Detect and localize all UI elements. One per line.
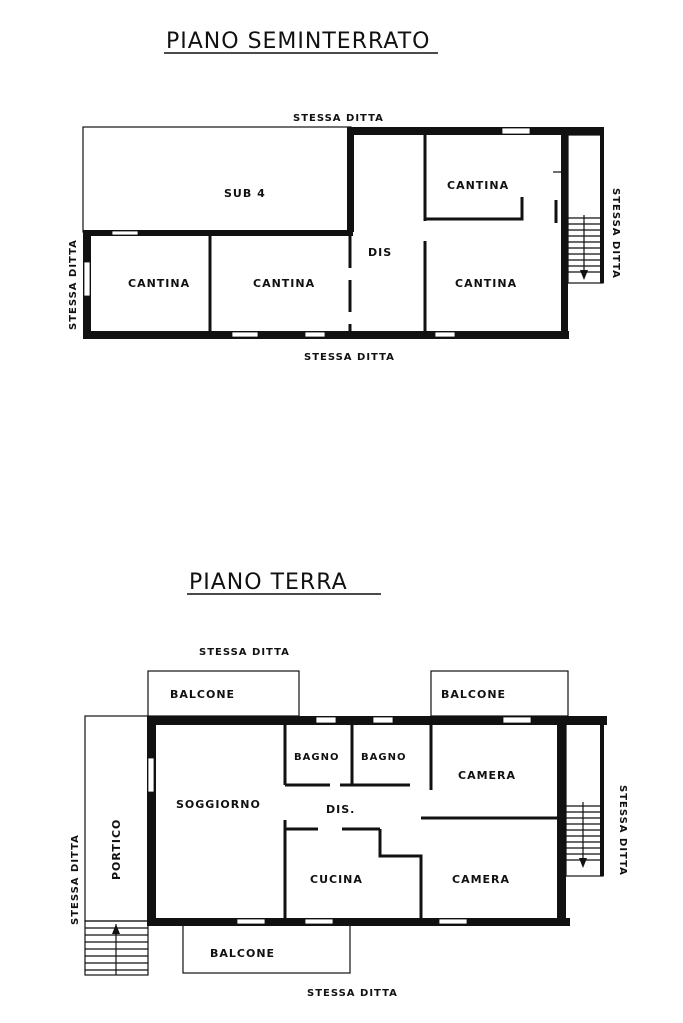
terra-title: PIANO TERRA <box>189 570 348 595</box>
window <box>434 331 456 338</box>
label-balcone: BALCONE <box>210 947 275 960</box>
window <box>111 230 139 236</box>
portico-outline <box>84 715 149 922</box>
label-balcone: BALCONE <box>170 688 235 701</box>
label-soggiorno: SOGGIORNO <box>176 798 261 811</box>
stair-wall <box>600 716 604 876</box>
label-camera: CAMERA <box>452 873 510 886</box>
arrow-up-icon <box>112 924 120 934</box>
stair-outline <box>565 723 604 877</box>
label-stessa-ditta-bottom: STESSA DITTA <box>304 352 395 363</box>
wall-west <box>147 716 156 926</box>
label-cucina: CUCINA <box>310 873 363 886</box>
label-portico: PORTICO <box>110 819 123 880</box>
window <box>236 918 266 925</box>
arrow-down-icon <box>580 270 588 280</box>
label-stessa-ditta-top: STESSA DITTA <box>293 113 384 124</box>
window <box>147 757 155 793</box>
window <box>501 127 531 135</box>
window <box>502 716 532 724</box>
window <box>372 716 394 724</box>
window <box>231 331 259 338</box>
label-stessa-ditta-bottom: STESSA DITTA <box>307 988 398 999</box>
label-cantina: CANTINA <box>447 179 509 192</box>
label-camera: CAMERA <box>458 769 516 782</box>
label-stessa-ditta-right: STESSA DITTA <box>610 188 621 279</box>
label-dis: DIS. <box>326 803 355 816</box>
wall-step <box>347 127 354 232</box>
label-cantina: CANTINA <box>253 277 315 290</box>
seminterrato-title: PIANO SEMINTERRATO <box>166 29 430 54</box>
wall-north-left <box>83 230 353 236</box>
label-cantina: CANTINA <box>455 277 517 290</box>
wall-south <box>147 918 570 926</box>
label-stessa-ditta-left: STESSA DITTA <box>68 239 79 330</box>
label-stessa-ditta-top: STESSA DITTA <box>199 647 290 658</box>
plan-terra: PIANO TERRA <box>70 570 628 999</box>
sub4-outline <box>82 126 352 233</box>
window <box>304 918 334 925</box>
arrow-down-icon <box>579 858 587 868</box>
plan-seminterrato: PIANO SEMINTERRATO <box>68 29 621 363</box>
window <box>438 918 468 925</box>
window <box>83 261 91 297</box>
wall-interior <box>425 197 524 221</box>
label-cantina: CANTINA <box>128 277 190 290</box>
label-bagno: BAGNO <box>294 752 339 763</box>
label-bagno: BAGNO <box>361 752 406 763</box>
stair-outline <box>567 134 604 284</box>
label-stessa-ditta-right: STESSA DITTA <box>617 785 628 876</box>
label-sub4: SUB 4 <box>224 187 266 200</box>
label-balcone: BALCONE <box>441 688 506 701</box>
stair-wall <box>600 127 604 283</box>
wall-east <box>557 716 566 926</box>
wall-south <box>83 331 569 339</box>
wall-east <box>561 127 568 339</box>
label-stessa-ditta-left: STESSA DITTA <box>70 834 81 925</box>
window <box>315 716 337 724</box>
wall-interior <box>378 829 423 918</box>
stair-steps <box>568 215 600 278</box>
window <box>304 331 326 338</box>
label-dis: DIS <box>368 246 392 259</box>
wall-north-right <box>347 127 603 135</box>
stair-steps <box>566 802 600 866</box>
